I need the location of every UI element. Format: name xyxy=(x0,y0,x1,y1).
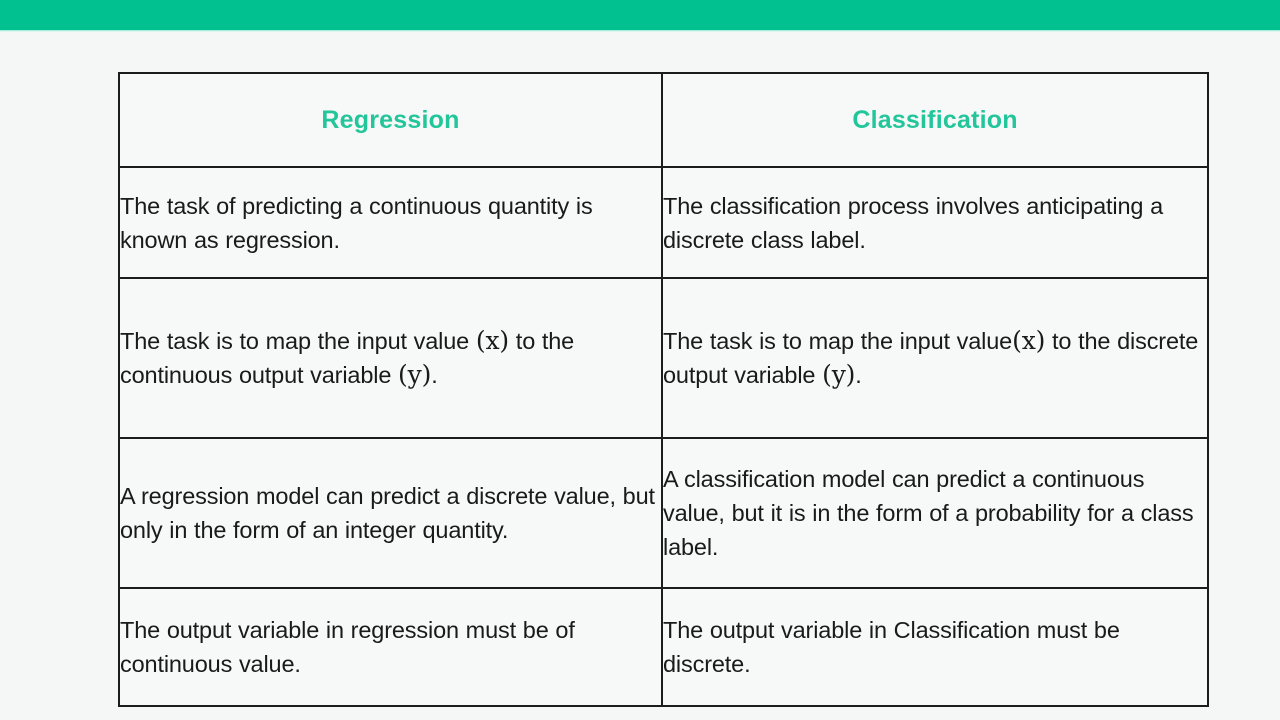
table-cell-regression: A regression model can predict a discret… xyxy=(118,437,663,589)
cell-text: A classification model can predict a con… xyxy=(663,466,1194,560)
table-cell-classification: The output variable in Classification mu… xyxy=(661,587,1209,707)
table-header-row: Regression Classification xyxy=(118,72,1209,168)
table-row: The task is to map the input value (x) t… xyxy=(118,277,1209,439)
cell-text: The task is to map the input value (x) t… xyxy=(120,326,575,389)
accent-bar-fade xyxy=(0,30,1280,33)
cell-text: The classification process involves anti… xyxy=(663,192,1164,253)
cell-text: The output variable in Classification mu… xyxy=(663,617,1120,677)
column-heading-label: Classification xyxy=(852,106,1018,134)
top-accent-bar xyxy=(0,0,1280,30)
table-cell-classification: A classification model can predict a con… xyxy=(661,437,1209,589)
comparison-table: Regression Classification The task of pr… xyxy=(118,72,1209,707)
column-heading-label: Regression xyxy=(321,106,460,134)
cell-text: A regression model can predict a discret… xyxy=(120,483,655,543)
column-header-classification: Classification xyxy=(661,72,1209,168)
cell-text: The task of predicting a continuous quan… xyxy=(120,192,593,253)
table-cell-regression: The output variable in regression must b… xyxy=(118,587,663,707)
table-row: The output variable in regression must b… xyxy=(118,587,1209,707)
table-row: The task of predicting a continuous quan… xyxy=(118,166,1209,279)
table-cell-classification: The task is to map the input value(x) to… xyxy=(661,277,1209,439)
table-cell-regression: The task is to map the input value (x) t… xyxy=(118,277,663,439)
table-row: A regression model can predict a discret… xyxy=(118,437,1209,589)
cell-text: The task is to map the input value(x) to… xyxy=(663,326,1199,389)
table-cell-classification: The classification process involves anti… xyxy=(661,166,1209,279)
column-header-regression: Regression xyxy=(118,72,663,168)
table-cell-regression: The task of predicting a continuous quan… xyxy=(118,166,663,279)
cell-text: The output variable in regression must b… xyxy=(120,617,575,677)
